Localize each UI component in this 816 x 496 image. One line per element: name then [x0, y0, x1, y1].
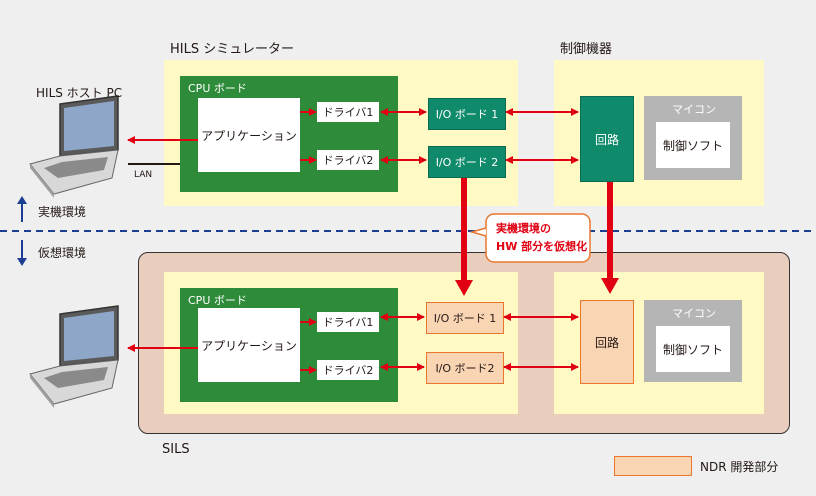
bottom-circuit-box: 回路: [580, 300, 634, 384]
top-driver2-box: ドライバ2: [317, 150, 379, 170]
hils-simulator-title: HILS シミュレーター: [170, 42, 294, 57]
top-mcu-label: マイコン: [672, 103, 716, 116]
callout-bubble: [469, 213, 591, 263]
callout-line1: 実機環境の: [496, 222, 551, 235]
bottom-driver2-box: ドライバ2: [317, 360, 379, 380]
controller-title: 制御機器: [560, 42, 613, 57]
top-io-board1: I/O ボード 1: [428, 98, 506, 130]
top-cpu-board-label: CPU ボード: [188, 82, 247, 95]
real-environment-label: 実機環境: [38, 205, 87, 219]
callout-line2: HW 部分を仮想化: [496, 240, 588, 253]
legend-swatch: [614, 456, 692, 476]
bottom-mcu-label: マイコン: [672, 307, 716, 320]
bottom-driver1-box: ドライバ1: [317, 312, 379, 332]
up-arrow-icon: [17, 196, 27, 222]
laptop-icon: [29, 95, 119, 198]
top-driver1-box: ドライバ1: [317, 102, 379, 122]
bottom-cpu-board-label: CPU ボード: [188, 294, 247, 307]
virtual-environment-label: 仮想環境: [38, 246, 87, 260]
top-circuit-box: 回路: [580, 96, 634, 182]
top-io-board2: I/O ボード 2: [428, 146, 506, 178]
lan-label: LAN: [134, 170, 153, 180]
top-application-box: アプリケーション: [198, 98, 300, 172]
sils-label: SILS: [162, 442, 190, 457]
bottom-application-box: アプリケーション: [198, 308, 300, 382]
down-arrow-icon: [17, 240, 27, 266]
bottom-io-board2: I/O ボード2: [426, 352, 504, 384]
bottom-io-board1: I/O ボード 1: [426, 302, 504, 334]
laptop-icon: [29, 305, 119, 408]
legend-label: NDR 開発部分: [700, 460, 779, 474]
bottom-control-soft-box: 制御ソフト: [656, 326, 730, 372]
top-control-soft-box: 制御ソフト: [656, 122, 730, 168]
host-pc-label: HILS ホスト PC: [36, 86, 123, 100]
